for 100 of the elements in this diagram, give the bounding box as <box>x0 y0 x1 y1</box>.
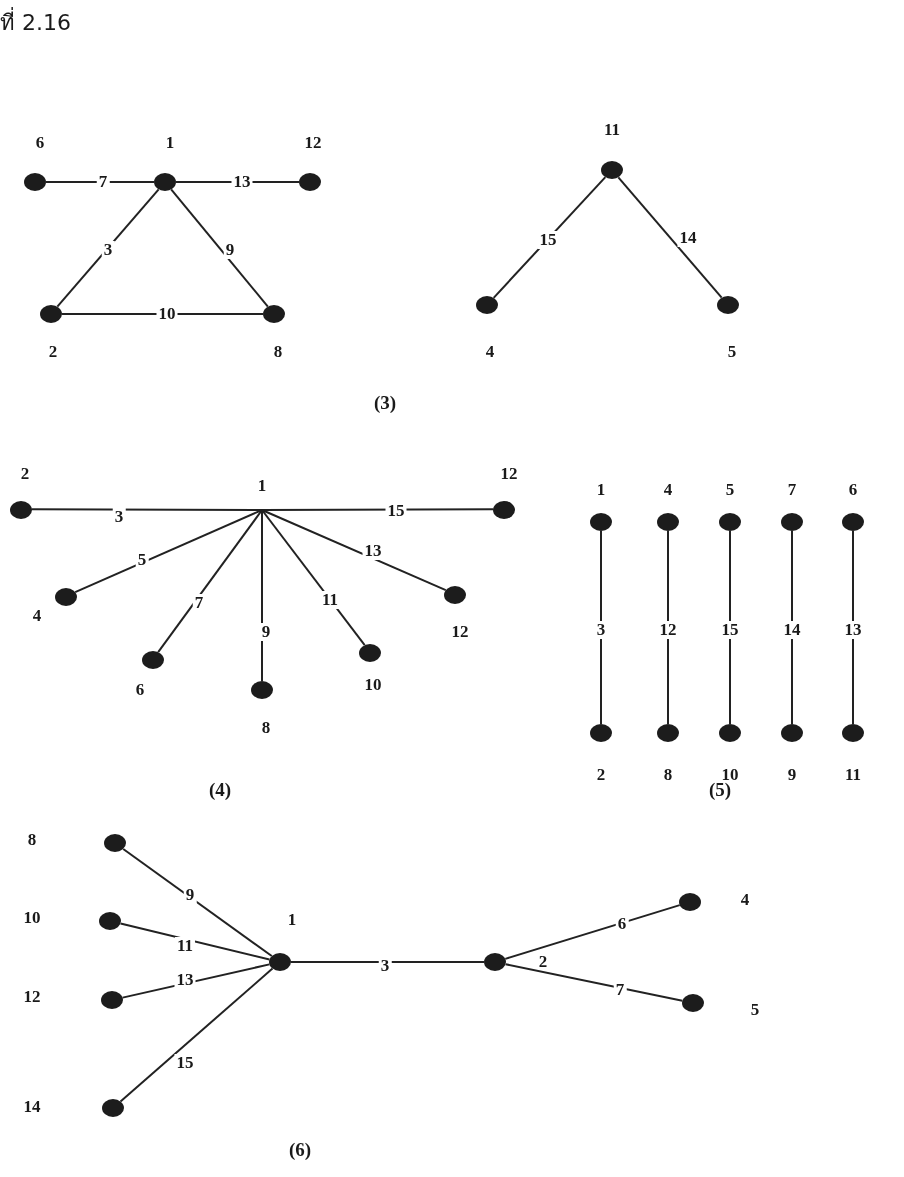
vertex-dot <box>842 513 864 531</box>
vertex-number: 6 <box>135 681 145 699</box>
vertex-dot <box>657 724 679 742</box>
vertex-dot <box>590 513 612 531</box>
edge-label: 5 <box>135 551 149 569</box>
vertex-number: 1 <box>596 481 606 499</box>
edge-label: 13 <box>174 971 196 989</box>
figure-caption: (6) <box>288 1141 312 1159</box>
edge-line <box>504 963 684 1002</box>
edge-line <box>74 509 263 594</box>
vertex-dot <box>142 651 164 669</box>
edge-line <box>30 508 263 511</box>
vertex-number: 4 <box>485 343 495 361</box>
edge-line <box>61 313 264 315</box>
edge-line <box>290 961 485 963</box>
edge-line <box>175 181 300 183</box>
edge-line <box>157 509 263 654</box>
edge-label: 14 <box>781 621 803 639</box>
edge-line <box>122 847 273 958</box>
vertex-dot <box>484 953 506 971</box>
vertex-dot <box>657 513 679 531</box>
vertex-number: 9 <box>787 766 797 784</box>
vertex-dot <box>55 588 77 606</box>
figure-caption: (5) <box>708 781 732 799</box>
vertex-number: 12 <box>304 134 322 152</box>
edge-line <box>729 530 731 725</box>
vertex-number: 5 <box>750 1001 760 1019</box>
vertex-dot <box>299 173 321 191</box>
vertex-number: 2 <box>596 766 606 784</box>
vertex-number: 10 <box>721 766 739 784</box>
vertex-number: 12 <box>451 623 469 641</box>
vertex-dot <box>104 834 126 852</box>
vertex-number: 4 <box>740 891 750 909</box>
edge-label: 9 <box>183 886 197 904</box>
vertex-number: 7 <box>787 481 797 499</box>
vertex-label: 1 <box>252 477 272 509</box>
figure-caption: (3) <box>373 394 397 412</box>
edge-line <box>119 922 271 961</box>
edge-label: 3 <box>101 241 115 259</box>
vertex-dot <box>251 681 273 699</box>
edge-label: 15 <box>537 231 559 249</box>
edge-label: 13 <box>842 621 864 639</box>
vertex-dot <box>781 724 803 742</box>
vertex-number: 12 <box>500 465 518 483</box>
vertex-number: 11 <box>844 766 862 784</box>
vertex-number: 5 <box>727 343 737 361</box>
vertex-dot <box>781 513 803 531</box>
edge-line <box>170 188 269 308</box>
edge-line <box>45 181 155 183</box>
edge-line <box>261 509 366 647</box>
vertex-number: 10 <box>23 909 41 927</box>
vertex-dot <box>269 953 291 971</box>
vertex-dot <box>101 991 123 1009</box>
vertex-dot <box>590 724 612 742</box>
vertex-number: 10 <box>364 676 382 694</box>
vertex-number: 4 <box>32 607 42 625</box>
edge-line <box>852 530 854 725</box>
vertex-dot <box>842 724 864 742</box>
edge-label: 3 <box>594 621 608 639</box>
edge-line <box>121 963 271 999</box>
edge-line <box>617 176 723 299</box>
vertex-number: 1 <box>165 134 175 152</box>
vertex-number: 8 <box>663 766 673 784</box>
vertex-dot <box>263 305 285 323</box>
edge-label: 15 <box>719 621 741 639</box>
vertex-dot <box>476 296 498 314</box>
vertex-number: 8 <box>27 831 37 849</box>
vertex-dot <box>10 501 32 519</box>
edge-label: 14 <box>677 229 699 247</box>
vertex-dot <box>102 1099 124 1117</box>
vertex-number: 14 <box>23 1098 41 1116</box>
vertex-number: 8 <box>261 719 271 737</box>
vertex-dot <box>359 644 381 662</box>
vertex-number: 1 <box>287 911 297 929</box>
edge-line <box>600 530 602 725</box>
figure-caption: (4) <box>208 781 232 799</box>
edge-line <box>492 176 607 299</box>
vertex-dot <box>40 305 62 323</box>
vertex-dot <box>601 161 623 179</box>
vertex-number: 11 <box>603 121 621 139</box>
vertex-number: 12 <box>23 988 41 1006</box>
vertex-dot <box>493 501 515 519</box>
vertex-number: 4 <box>663 481 673 499</box>
edge-line <box>667 530 669 725</box>
edge-label: 11 <box>319 591 341 609</box>
vertex-dot <box>719 513 741 531</box>
edge-label: 9 <box>259 623 273 641</box>
vertex-dot <box>444 586 466 604</box>
vertex-number: 2 <box>48 343 58 361</box>
figure-title: ที่ 2.16 <box>0 8 71 38</box>
vertex-number: 6 <box>848 481 858 499</box>
vertex-number: 2 <box>20 465 30 483</box>
edge-label: 9 <box>223 241 237 259</box>
vertex-dot <box>99 912 121 930</box>
vertex-number: 2 <box>538 953 548 971</box>
edge-line <box>56 188 160 308</box>
edge-label: 12 <box>657 621 679 639</box>
vertex-dot <box>717 296 739 314</box>
vertex-number: 6 <box>35 134 45 152</box>
edge-label: 13 <box>362 542 384 560</box>
